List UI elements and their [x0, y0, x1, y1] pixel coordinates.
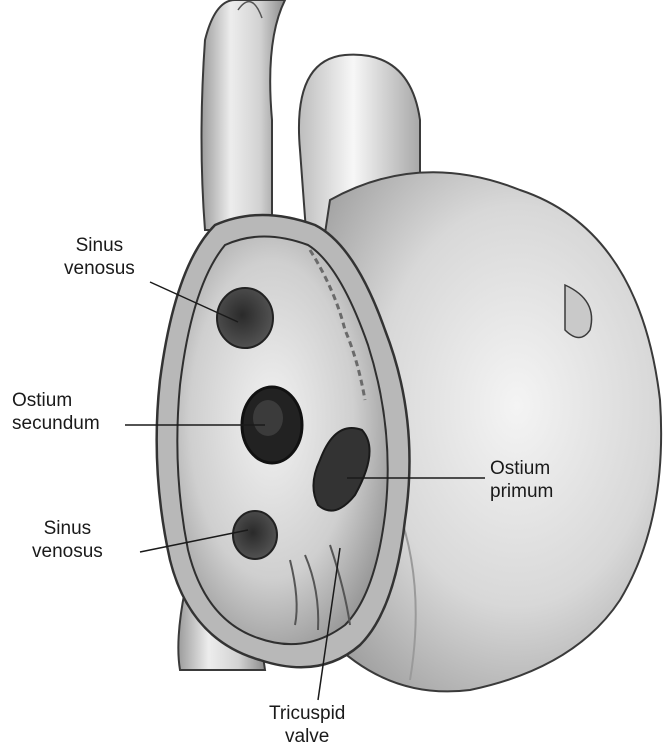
- superior-vena-cava: [202, 0, 286, 230]
- upper-sinus-venosus-opening: [217, 288, 273, 348]
- label-sinus-venosus-lower: Sinus venosus: [32, 517, 103, 563]
- label-ostium-primum: Ostium primum: [490, 457, 553, 503]
- label-tricuspid-valve: Tricuspid valve: [269, 702, 345, 748]
- lower-sinus-venosus-opening: [233, 511, 277, 559]
- label-sinus-venosus-upper: Sinus venosus: [64, 234, 135, 280]
- label-ostium-secundum: Ostium secundum: [12, 389, 100, 435]
